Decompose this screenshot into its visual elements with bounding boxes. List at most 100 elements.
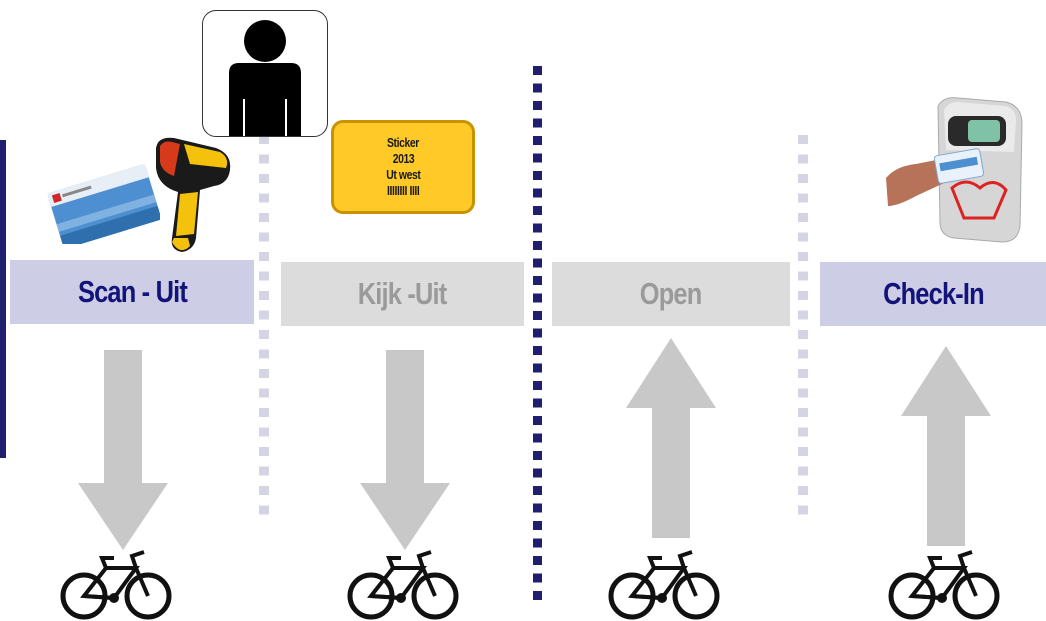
bicycle-icon [60, 550, 172, 620]
divider-dot [259, 213, 269, 222]
divider-dot [798, 349, 808, 359]
stage-label-scan-uit: Scan - Uit [10, 260, 254, 324]
stage-label-text: Open [640, 276, 703, 311]
divider-dot [798, 135, 808, 144]
divider-dotted-1 [259, 135, 269, 515]
divider-navy [533, 66, 542, 600]
divider-dot [533, 311, 542, 320]
divider-dot [533, 153, 542, 163]
person-icon [229, 20, 301, 136]
arrow-down-icon [78, 350, 168, 550]
divider-dot [533, 101, 542, 110]
sticker-badge: Sticker 2013 Ut west IIIIIIII IIII [331, 120, 475, 214]
divider-dot [798, 193, 808, 203]
divider-dot [259, 271, 269, 281]
sticker-barcode: IIIIIIII IIII [386, 183, 420, 198]
divider-dot [259, 135, 269, 144]
divider-dot [533, 276, 542, 285]
divider-dot [259, 505, 269, 515]
divider-dot [533, 416, 542, 425]
divider-dot [533, 136, 542, 145]
stage-label-text: Kijk -Uit [358, 276, 447, 311]
divider-dot [798, 310, 808, 320]
sticker-line-3: Ut west [385, 167, 421, 182]
arrow-up-icon [626, 338, 716, 538]
divider-dot [798, 369, 808, 378]
divider-dot [259, 486, 269, 495]
divider-dot [533, 171, 542, 180]
stage-label-check-in: Check-In [820, 262, 1046, 326]
divider-dot [798, 174, 808, 183]
divider-dot [533, 66, 542, 75]
divider-dot [533, 538, 542, 548]
divider-dot [798, 427, 808, 437]
sticker-line-1: Sticker [387, 135, 419, 150]
divider-dot [533, 521, 542, 530]
divider-dot [798, 486, 808, 495]
divider-dot [533, 83, 542, 93]
stage-label-kijk-uit: Kijk -Uit [281, 262, 524, 326]
divider-dot [533, 328, 542, 338]
bicycle-icon [608, 550, 720, 620]
divider-dot [798, 447, 808, 456]
divider-dot [533, 451, 542, 460]
divider-dot [533, 346, 542, 355]
divider-dot [533, 241, 542, 250]
divider-dot [259, 291, 269, 300]
divider-dot [533, 293, 542, 303]
divider-dot [533, 503, 542, 513]
divider-dot [533, 381, 542, 390]
arrow-up-icon [901, 346, 991, 546]
divider-dot [533, 188, 542, 198]
stage-label-text: Check-In [882, 276, 985, 311]
divider-dot [259, 427, 269, 437]
arrow-down-icon [360, 350, 450, 550]
divider-dot [798, 466, 808, 476]
divider-dot [798, 388, 808, 398]
divider-dot [533, 398, 542, 408]
divider-dot [798, 213, 808, 222]
divider-dot [259, 466, 269, 476]
divider-dot [259, 447, 269, 456]
divider-dot [259, 388, 269, 398]
divider-dot [798, 271, 808, 281]
divider-dot [533, 556, 542, 565]
divider-dot [798, 232, 808, 242]
stage-label-text: Scan - Uit [77, 274, 187, 309]
divider-dot [259, 369, 269, 378]
divider-dot [259, 408, 269, 417]
bicycle-icon [347, 550, 459, 620]
divider-dot [533, 591, 542, 600]
divider-dot [259, 349, 269, 359]
divider-dot [533, 258, 542, 268]
divider-dot [259, 330, 269, 339]
divider-dot [259, 154, 269, 164]
divider-dot [533, 223, 542, 233]
divider-dot [798, 408, 808, 417]
divider-dot [259, 174, 269, 183]
divider-dot [259, 232, 269, 242]
divider-dot [533, 206, 542, 215]
divider-dot [798, 330, 808, 339]
divider-dotted-3 [798, 135, 808, 515]
divider-dot [533, 486, 542, 495]
divider-dot [533, 363, 542, 373]
divider-dot [798, 252, 808, 261]
sticker-line-2: 2013 [392, 151, 414, 166]
bicycle-icon [888, 550, 1000, 620]
divider-dot [533, 573, 542, 583]
divider-dot [533, 433, 542, 443]
person-icon-box [202, 10, 328, 137]
check-in-pole-icon [886, 97, 1023, 243]
divider-dot [259, 252, 269, 261]
divider-dot [798, 291, 808, 300]
left-accent-bar [0, 140, 6, 458]
divider-dot [798, 154, 808, 164]
divider-dot [798, 505, 808, 515]
ov-chipkaart-card-icon [47, 163, 160, 244]
divider-dot [259, 193, 269, 203]
divider-dot [533, 118, 542, 128]
barcode-scanner-icon [156, 137, 231, 252]
divider-dot [533, 468, 542, 478]
divider-dot [259, 310, 269, 320]
